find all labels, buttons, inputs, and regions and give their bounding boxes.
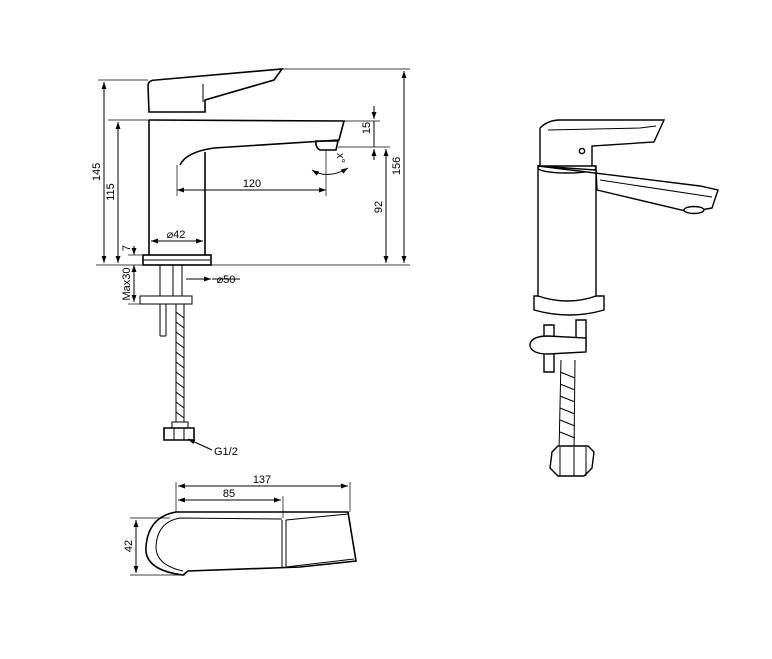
dim-body-diameter: ⌀42 xyxy=(167,229,186,241)
dim-rotation: x° xyxy=(334,153,346,163)
side-view-dimension-lines xyxy=(96,68,410,451)
dim-max-thickness: Max30 xyxy=(121,267,133,300)
top-view-dimension-lines xyxy=(130,482,351,576)
dim-lever-length: 85 xyxy=(223,488,235,500)
dim-overall-height: 145 xyxy=(91,163,103,181)
dim-reach: 120 xyxy=(243,178,261,190)
dim-base-diameter: ⌀50 xyxy=(217,274,236,286)
perspective-view xyxy=(529,119,719,477)
dim-base-height: 7 xyxy=(121,245,133,251)
dim-body-height: 115 xyxy=(105,183,117,201)
dim-spout-offset: 15 xyxy=(361,122,373,134)
dim-total-height: 156 xyxy=(391,157,403,175)
side-elevation-view xyxy=(139,68,346,441)
dim-top-width: 42 xyxy=(123,540,135,552)
dim-hose-thread: G1/2 xyxy=(214,446,238,458)
dim-outlet-height: 92 xyxy=(373,201,385,213)
dim-top-length: 137 xyxy=(253,474,271,486)
top-view xyxy=(145,511,357,576)
